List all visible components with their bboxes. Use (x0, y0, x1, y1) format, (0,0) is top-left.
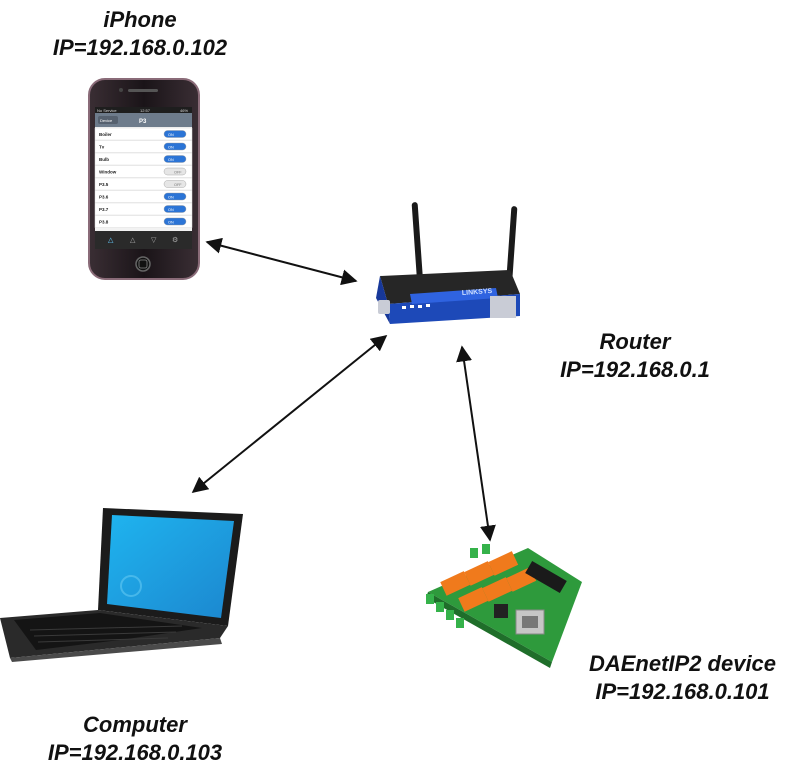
row-label: Tv (99, 145, 105, 150)
screen-row: P3.5 OFF (94, 177, 193, 191)
screen-row: Bulb ON (94, 152, 193, 166)
tab-icon-3[interactable]: ▽ (151, 236, 157, 244)
row-toggle-state: ON (168, 221, 174, 225)
row-label: P3.6 (99, 195, 109, 200)
row-toggle[interactable] (163, 192, 187, 201)
daenetip2-device (426, 544, 582, 668)
row-label: P3.7 (99, 207, 109, 212)
iphone-ip: IP=192.168.0.102 (52, 35, 228, 60)
screen-row: Window OFF (94, 165, 193, 178)
row-toggle[interactable] (163, 205, 187, 213)
link-iphone-router (205, 237, 358, 286)
row-toggle[interactable] (163, 167, 187, 176)
row-label: P3.8 (99, 220, 109, 225)
row-label: P3.5 (99, 182, 109, 187)
device-name: DAEnetIP2 device (588, 651, 777, 676)
router-brand: LINKSYS (462, 288, 493, 297)
device-label: DAEnetIP2 device IP=192.168.0.101 (560, 650, 800, 706)
nav-title: P3 (139, 119, 147, 125)
screen-row: Tv ON (94, 140, 193, 153)
router-name: Router (599, 329, 671, 354)
status-time: 12:57 (140, 108, 151, 113)
row-toggle[interactable] (163, 155, 187, 163)
row-toggle-state: ON (168, 133, 174, 137)
row-toggle-state: ON (168, 208, 174, 212)
nav-back-button[interactable]: Device (100, 118, 113, 123)
computer-device (0, 508, 243, 662)
computer-ip: IP=192.168.0.103 (47, 740, 223, 765)
computer-label: Computer IP=192.168.0.103 (25, 711, 245, 767)
router-label: Router IP=192.168.0.1 (535, 328, 735, 384)
row-toggle-state: ON (168, 146, 174, 150)
iphone-label: iPhone IP=192.168.0.102 (20, 6, 260, 62)
status-carrier: No Service (97, 108, 117, 113)
computer-name: Computer (83, 712, 187, 737)
router-ip: IP=192.168.0.1 (560, 357, 710, 382)
row-toggle-state: OFF (174, 171, 182, 175)
screen-row: P3.8 ON (94, 215, 193, 228)
row-toggle[interactable] (163, 180, 187, 188)
screen-row: P3.7 ON (94, 202, 193, 216)
status-battery: 46% (180, 108, 188, 113)
row-toggle[interactable] (163, 142, 187, 151)
row-toggle[interactable] (163, 217, 187, 226)
row-toggle-state: OFF (174, 183, 182, 187)
settings-icon[interactable]: ⚙ (172, 236, 178, 244)
row-toggle-state: ON (168, 196, 174, 200)
row-label: Bulb (99, 157, 109, 162)
screen-row: Boiler ON (94, 127, 193, 141)
device-ip: IP=192.168.0.101 (595, 679, 770, 704)
router-device: LINKSYS (376, 202, 520, 324)
link-router-device (456, 345, 496, 542)
tab-icon-1[interactable]: △ (108, 236, 114, 244)
iphone-name: iPhone (103, 7, 177, 32)
row-label: Window (99, 170, 117, 175)
tab-icon-2[interactable]: △ (130, 236, 136, 244)
row-label: Boiler (99, 132, 112, 137)
row-toggle[interactable] (163, 130, 187, 138)
link-computer-router (191, 334, 388, 494)
screen-row: P3.6 ON (94, 190, 193, 203)
row-toggle-state: ON (168, 158, 174, 162)
